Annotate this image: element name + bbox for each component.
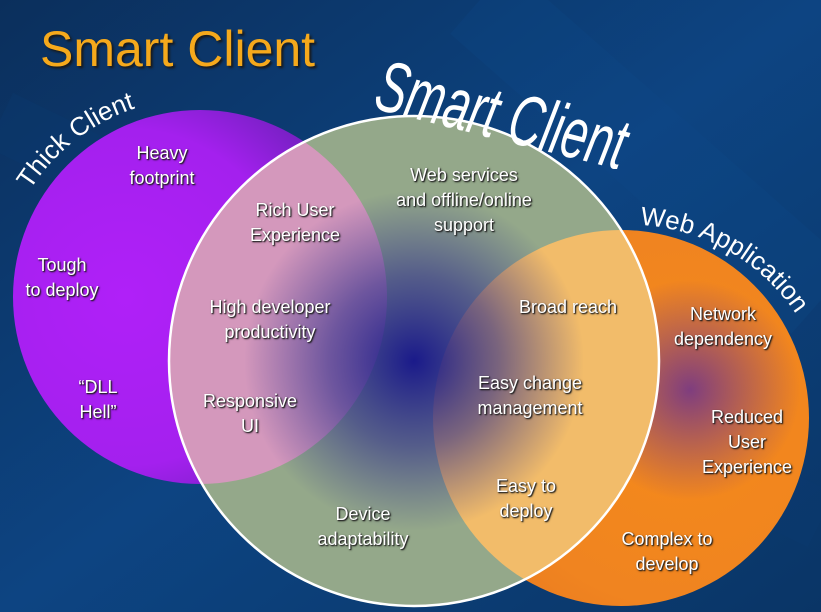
region-label: Web services and offline/online support bbox=[396, 165, 532, 235]
region-label: Reduced User Experience bbox=[701, 407, 793, 477]
region-label: Responsive UI bbox=[202, 391, 298, 436]
region-label: Heavy footprint bbox=[129, 143, 195, 188]
region-label: Network dependency bbox=[673, 304, 773, 349]
region-label: Broad reach bbox=[518, 297, 618, 317]
region-label: Easy change management bbox=[477, 373, 583, 418]
region-label: “DLL Hell” bbox=[78, 377, 118, 422]
page-title: Smart Client bbox=[40, 21, 316, 77]
region-label: Device adaptability bbox=[317, 504, 409, 549]
region-label: High developer productivity bbox=[209, 297, 331, 342]
region-label: Rich User Experience bbox=[249, 200, 341, 245]
region-label: Complex to develop bbox=[621, 529, 713, 574]
region-label: Tough to deploy bbox=[25, 255, 99, 300]
region-label: Easy to deploy bbox=[495, 476, 557, 521]
